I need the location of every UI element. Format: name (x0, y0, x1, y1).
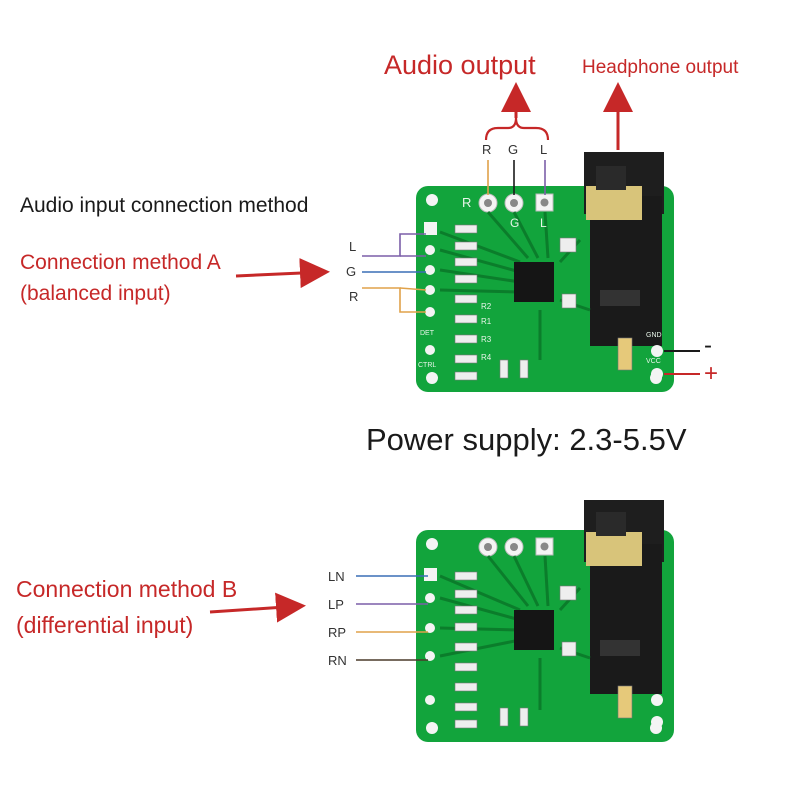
method-a-subtitle: (balanced input) (20, 282, 171, 305)
audio-output-label: Audio output (384, 50, 536, 80)
headphone-output-label: Headphone output (582, 57, 739, 78)
output-pin-l: L (540, 142, 548, 157)
board-mark-r1: R1 (481, 317, 492, 326)
method-b-arrow (209, 592, 306, 623)
board-mark-g: G (510, 216, 520, 230)
output-wires (487, 160, 546, 195)
board-mark-r2: R2 (481, 302, 492, 311)
output-brace (484, 117, 550, 141)
power-plus-label: + (704, 360, 719, 387)
power-minus-label: - (704, 332, 712, 359)
method-a-arrow (235, 258, 330, 289)
method-b-title: Connection method B (16, 576, 238, 602)
bottom-headphone-jack (584, 500, 664, 694)
input-b-pin-rn: RN (328, 653, 347, 668)
board-mark-l: L (540, 216, 547, 230)
method-b-subtitle: (differential input) (16, 612, 194, 638)
board-mark-r: R (462, 195, 472, 210)
bottom-amp-chip (514, 610, 554, 650)
input-a-wires (362, 233, 427, 313)
board-mark-r3: R3 (481, 335, 492, 344)
board-mark-gnd: GND (646, 332, 662, 339)
input-a-pin-r: R (349, 289, 359, 304)
output-pin-g: G (508, 142, 519, 157)
board-mark-r4: R4 (481, 353, 492, 362)
bottom-board (416, 500, 674, 742)
board-mark-det: DET (420, 330, 434, 337)
input-a-pin-l: L (349, 239, 357, 254)
output-pin-r: R (482, 142, 492, 157)
input-b-pin-lp: LP (328, 597, 344, 612)
power-supply-label: Power supply: 2.3-5.5V (366, 422, 687, 457)
method-a-title: Connection method A (20, 251, 221, 274)
top-amp-chip (514, 262, 554, 302)
input-b-wires (356, 575, 428, 661)
top-headphone-jack (584, 152, 664, 346)
input-b-pin-rp: RP (328, 625, 347, 640)
board-mark-vcc: VCC (646, 358, 661, 365)
top-board (416, 152, 674, 392)
input-a-pin-g: G (346, 264, 357, 279)
board-mark-ctrl: CTRL (418, 362, 437, 369)
input-method-heading: Audio input connection method (20, 194, 309, 217)
input-b-pin-ln: LN (328, 569, 345, 584)
